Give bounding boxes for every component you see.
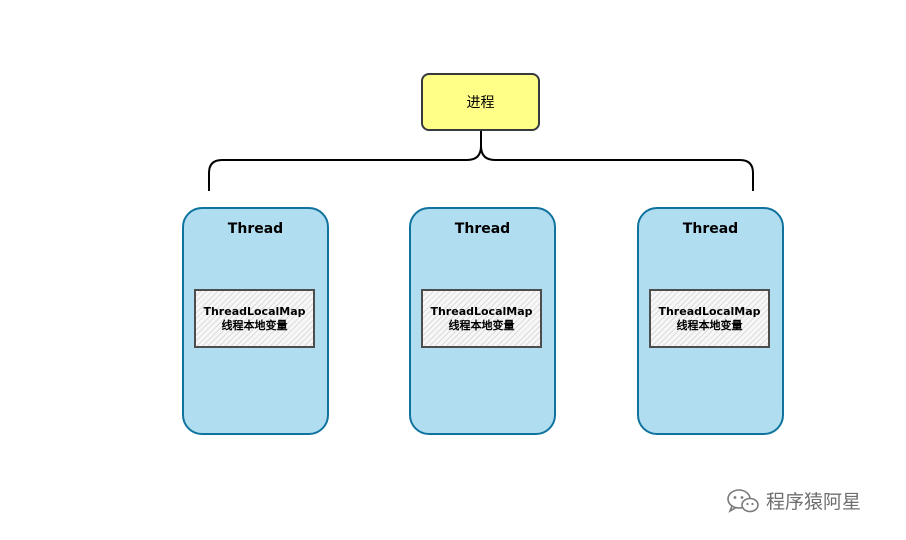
map-name: ThreadLocalMap [203,304,306,318]
watermark-text: 程序猿阿星 [766,491,862,513]
process-node: 进程 [421,73,540,131]
map-name: ThreadLocalMap [658,304,761,318]
map-desc: 线程本地变量 [448,318,515,332]
wechat-icon [727,488,759,513]
threadlocalmap-node: ThreadLocalMap 线程本地变量 [649,289,770,348]
watermark: 程序猿阿星 [726,487,861,514]
process-label: 进程 [466,95,495,111]
thread-title: Thread [454,221,511,237]
thread-node-2: Thread ThreadLocalMap 线程本地变量 [409,207,556,435]
map-desc: 线程本地变量 [676,318,743,332]
thread-node-3: Thread ThreadLocalMap 线程本地变量 [637,207,784,435]
map-name: ThreadLocalMap [430,304,533,318]
thread-title: Thread [682,221,739,237]
thread-title: Thread [227,221,284,237]
threadlocalmap-node: ThreadLocalMap 线程本地变量 [194,289,315,348]
threadlocalmap-node: ThreadLocalMap 线程本地变量 [421,289,542,348]
map-desc: 线程本地变量 [221,318,288,332]
thread-node-1: Thread ThreadLocalMap 线程本地变量 [182,207,329,435]
